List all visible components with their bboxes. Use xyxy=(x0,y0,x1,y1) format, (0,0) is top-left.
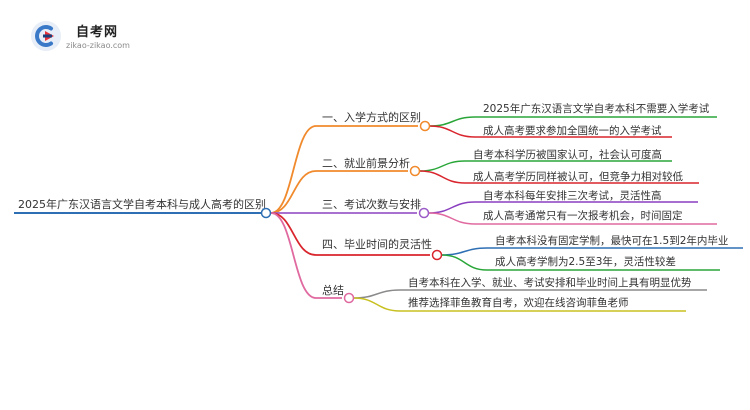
branch-collapse-toggle[interactable] xyxy=(419,120,431,132)
branch-topic: 一、入学方式的区别 xyxy=(322,110,421,124)
leaf-topic: 推荐选择菲鱼教育自考，欢迎在线咨询菲鱼老师 xyxy=(408,296,629,309)
logo-mark-icon xyxy=(31,21,61,51)
leaf-topic: 自考本科在入学、就业、考试安排和毕业时间上具有明显优势 xyxy=(408,276,692,289)
leaf-connector xyxy=(441,254,488,271)
leaf-connector xyxy=(429,125,476,138)
leaf-topic: 自考本科每年安排三次考试，灵活性高 xyxy=(483,189,662,202)
branch-topic: 总结 xyxy=(322,283,344,297)
branch-collapse-toggle[interactable] xyxy=(431,249,443,261)
leaf-connector xyxy=(441,247,488,256)
leaf-connector xyxy=(429,116,476,127)
branch-connector xyxy=(270,212,317,299)
branch-collapse-toggle[interactable] xyxy=(409,165,421,177)
branch-topic: 四、毕业时间的灵活性 xyxy=(322,237,432,251)
branch-connector xyxy=(270,170,317,214)
leaf-connector xyxy=(353,289,401,299)
branch-connector xyxy=(270,212,317,256)
logo-url: zikao-zikao.com xyxy=(66,41,130,50)
leaf-connector xyxy=(419,160,466,172)
leaf-topic: 成人高考要求参加全国统一的入学考试 xyxy=(483,124,662,137)
branch-collapse-toggle[interactable] xyxy=(343,292,355,304)
site-logo[interactable]: 自考网 zikao-zikao.com xyxy=(30,20,140,56)
leaf-topic: 自考本科没有固定学制，最快可在1.5到2年内毕业 xyxy=(495,234,728,247)
leaf-topic: 成人高考学制为2.5至3年，灵活性较差 xyxy=(495,255,676,268)
leaf-connector xyxy=(428,212,476,225)
branch-connector xyxy=(270,125,317,214)
root-topic: 2025年广东汉语言文学自考本科与成人高考的区别 xyxy=(18,197,266,211)
branch-topic: 三、考试次数与安排 xyxy=(322,197,421,211)
branch-topic: 二、就业前景分析 xyxy=(322,156,410,170)
leaf-connector xyxy=(353,297,401,312)
leaf-topic: 自考本科学历被国家认可，社会认可度高 xyxy=(473,148,662,161)
branch-collapse-toggle[interactable] xyxy=(418,207,430,219)
root-collapse-toggle[interactable] xyxy=(260,207,272,219)
leaf-topic: 成人高考学历同样被认可，但竞争力相对较低 xyxy=(473,170,683,183)
leaf-connector xyxy=(419,170,466,184)
logo-name: 自考网 xyxy=(76,25,119,40)
leaf-topic: 成人高考通常只有一次报考机会，时间固定 xyxy=(483,209,683,222)
leaf-topic: 2025年广东汉语言文学自考本科不需要入学考试 xyxy=(483,102,710,115)
leaf-connector xyxy=(428,201,476,214)
